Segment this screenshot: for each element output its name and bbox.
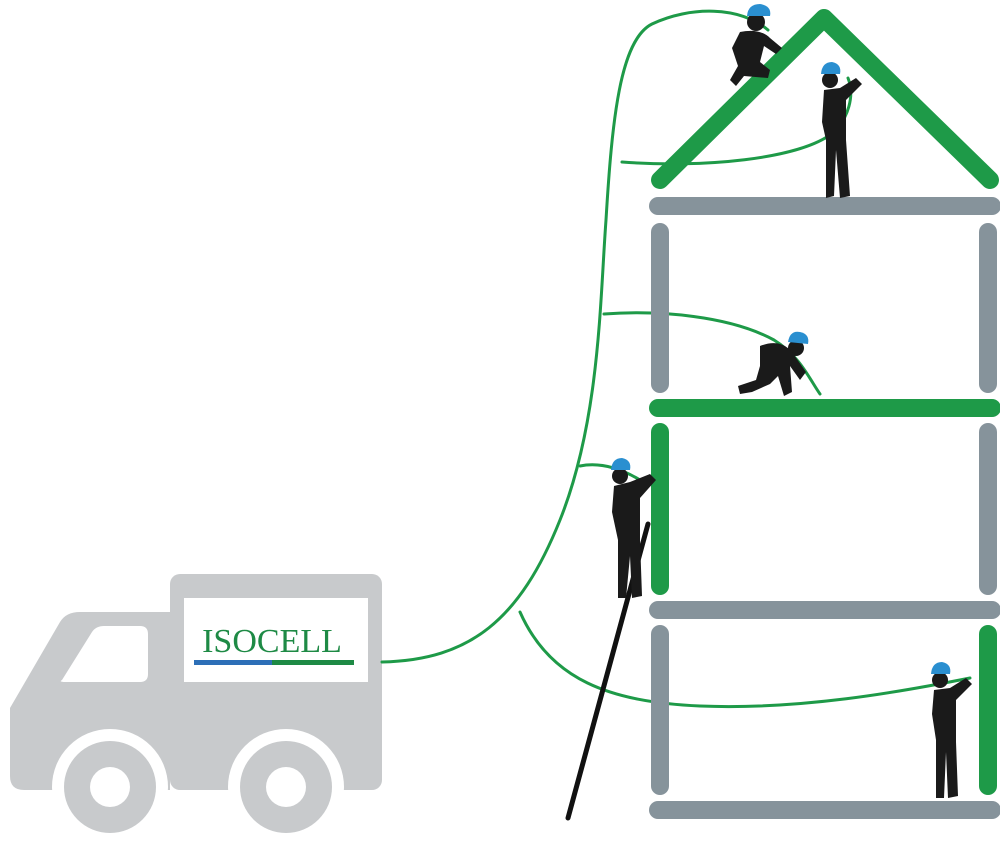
brand-underline-blue [194, 660, 272, 665]
hard-hat-icon [931, 662, 951, 674]
hose-main [380, 9, 770, 664]
hose-ladder [578, 463, 642, 482]
hose-ground [518, 610, 972, 709]
hard-hat-icon [611, 458, 631, 470]
hard-hat-icon [788, 331, 809, 344]
worker-roof-standing [821, 62, 862, 198]
brand-logo: ISOCELL [202, 623, 342, 660]
worker-floor-crawling [738, 331, 809, 396]
worker-on-ladder [611, 458, 656, 598]
worker-roof-kneeling [730, 4, 782, 86]
truck-window [60, 626, 148, 682]
hose-upper-floor [602, 311, 822, 396]
logo-panel [184, 598, 368, 682]
truck-wheel-rear [228, 729, 344, 845]
truck-wheel-front [52, 729, 168, 845]
roof-insulated [651, 9, 999, 189]
hard-hat-icon [747, 4, 771, 16]
worker-ground-standing [931, 662, 972, 798]
brand-underline-green [272, 660, 354, 665]
house-structure [649, 9, 1000, 819]
delivery-truck: ISOCELL [10, 574, 382, 845]
hard-hat-icon [821, 62, 841, 74]
hose-roof-standing [620, 76, 853, 166]
